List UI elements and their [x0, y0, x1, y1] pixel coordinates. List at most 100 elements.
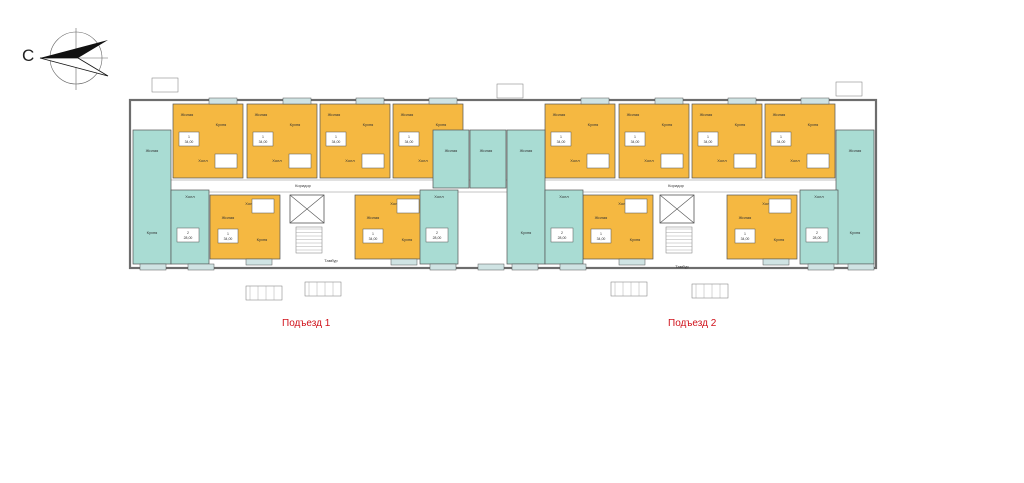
room-label-kitchen: Кухня [216, 122, 227, 127]
room-label-living: Жилая [255, 112, 268, 117]
apartment-2room-hall [419, 189, 459, 265]
apartment-area-box [425, 227, 449, 243]
entrance-1-label: Подъезд 1 [282, 318, 331, 329]
room-label-kitchen: Кухня [662, 122, 673, 127]
room-label-hall: Холл [434, 194, 444, 199]
apartment-area: 34,00 [777, 140, 786, 144]
apartment-area: 34,00 [704, 140, 713, 144]
elevator-cross [289, 194, 325, 224]
apartment-rooms: 2 [561, 231, 563, 235]
room-label-kitchen: Кухня [147, 230, 158, 235]
entrance-steps [691, 283, 729, 299]
balcony [511, 263, 539, 271]
room-label-hall: Холл [559, 194, 569, 199]
apartment-area: 34,00 [631, 140, 640, 144]
apartment-area-box [176, 227, 200, 243]
balcony [847, 263, 875, 271]
apartment-rooms: 1 [560, 135, 562, 139]
room-label-hall: Холл [418, 158, 428, 163]
apartment-area-box [550, 131, 572, 147]
room-label-living: Жилая [222, 215, 235, 220]
bathroom [586, 153, 610, 169]
apartment-rooms: 1 [707, 135, 709, 139]
bathroom [361, 153, 385, 169]
apartment-rooms: 1 [262, 135, 264, 139]
balcony [762, 258, 790, 266]
stair-landing [665, 226, 693, 254]
apartment-area: 34,00 [369, 237, 378, 241]
balcony [800, 97, 830, 105]
corridor-label: Коридор [295, 183, 312, 188]
apartment-rooms: 1 [188, 135, 190, 139]
room-label-kitchen: Кухня [436, 122, 447, 127]
room-label-kitchen: Кухня [521, 230, 532, 235]
apartment-2room-hall [170, 189, 210, 265]
roof-exit [151, 77, 179, 93]
apartment-rooms: 1 [372, 232, 374, 236]
stair-landing [295, 226, 323, 254]
entrance-steps [245, 285, 283, 301]
apartment-area-box [325, 131, 347, 147]
room-label-living: Жилая [181, 112, 194, 117]
room-label-kitchen: Кухня [402, 237, 413, 242]
room-label-living: Жилая [595, 215, 608, 220]
apartment-rooms: 1 [600, 232, 602, 236]
room-label-kitchen: Кухня [774, 237, 785, 242]
room-label-hall: Холл [618, 201, 628, 206]
room-label-hall: Холл [345, 158, 355, 163]
room-label-hall: Холл [570, 158, 580, 163]
room-label-living: Жилая [520, 148, 533, 153]
apartment-2room-living [835, 129, 875, 265]
room-label-kitchen: Кухня [630, 237, 641, 242]
room-label-kitchen: Кухня [850, 230, 861, 235]
bathroom [396, 198, 420, 214]
apartment-area: 28,00 [558, 236, 567, 240]
balcony [428, 97, 458, 105]
bathroom [733, 153, 757, 169]
apartment-2room-hall [544, 189, 584, 265]
compass-letter: С [22, 46, 35, 65]
room-label-kitchen: Кухня [735, 122, 746, 127]
room-label-hall: Холл [245, 201, 255, 206]
apartment-2room-room [469, 129, 507, 189]
room-label-hall: Холл [644, 158, 654, 163]
apartment-rooms: 1 [744, 232, 746, 236]
apartment-rooms: 1 [408, 135, 410, 139]
apartment-2room-living [506, 129, 546, 265]
room-label-kitchen: Кухня [363, 122, 374, 127]
bathroom [288, 153, 312, 169]
balcony [559, 263, 587, 271]
room-label-living: Жилая [401, 112, 414, 117]
bathroom [660, 153, 684, 169]
apartment-area-box [697, 131, 719, 147]
room-label-hall: Холл [814, 194, 824, 199]
room-label-hall: Холл [717, 158, 727, 163]
apartment-2room-room [432, 129, 470, 189]
apartment-area: 28,00 [184, 236, 193, 240]
balcony [139, 263, 167, 271]
corridor-label: Коридор [668, 183, 685, 188]
balcony [727, 97, 757, 105]
room-label-living: Жилая [773, 112, 786, 117]
room-label-kitchen: Кухня [290, 122, 301, 127]
apartment-area-box [770, 131, 792, 147]
apartment-area: 34,00 [224, 237, 233, 241]
apartment-area-box [178, 131, 200, 147]
room-label-living: Жилая [849, 148, 862, 153]
bathroom [251, 198, 275, 214]
room-label-hall: Холл [272, 158, 282, 163]
balcony [355, 97, 385, 105]
apartment-area-box [590, 228, 612, 244]
apartment-area-box [217, 228, 239, 244]
apartment-area: 34,00 [185, 140, 194, 144]
apartment-area: 34,00 [741, 237, 750, 241]
vestibule-label: Тамбур [675, 264, 689, 269]
apartment-area-box [624, 131, 646, 147]
apartment-area-box [734, 228, 756, 244]
apartment-rooms: 1 [335, 135, 337, 139]
apartment-2room-living [132, 129, 172, 265]
apartment-area-box [398, 131, 420, 147]
room-label-hall: Холл [390, 201, 400, 206]
apartment-area-box [805, 227, 829, 243]
room-label-living: Жилая [627, 112, 640, 117]
